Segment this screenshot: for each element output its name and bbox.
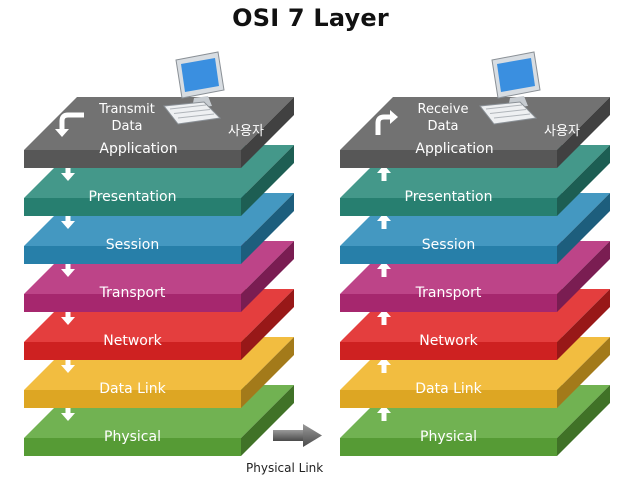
- computer-icon: [164, 52, 224, 124]
- layer-label: Session: [422, 237, 475, 253]
- layer-label: Transport: [415, 285, 482, 301]
- sender-stack: Physical Data Link Network Transport Session…: [24, 52, 294, 456]
- computer-icon: [480, 52, 540, 124]
- layer-label: Physical: [104, 429, 161, 445]
- layer-label: Application: [415, 141, 493, 157]
- layer-label: Session: [106, 237, 159, 253]
- action-label: Transmit: [98, 102, 155, 117]
- layer-label: Presentation: [405, 189, 493, 205]
- layer-label: Data Link: [99, 381, 166, 397]
- physical-link-label: Physical Link: [246, 461, 323, 475]
- layer-label: Network: [419, 333, 478, 349]
- layer-label: Application: [99, 141, 177, 157]
- layer-label: Transport: [99, 285, 166, 301]
- action-label: Data: [427, 119, 458, 134]
- layer-label: Data Link: [415, 381, 482, 397]
- user-label: 사용자: [228, 124, 264, 139]
- layer-label: Presentation: [89, 189, 177, 205]
- action-label: Receive: [418, 102, 469, 117]
- receiver-stack: Physical Data Link Network Transport Session…: [340, 52, 610, 456]
- physical-link-arrow-icon: [273, 424, 322, 447]
- action-label: Data: [111, 119, 142, 134]
- layer-label: Physical: [420, 429, 477, 445]
- user-label: 사용자: [544, 124, 580, 139]
- layer-label: Network: [103, 333, 162, 349]
